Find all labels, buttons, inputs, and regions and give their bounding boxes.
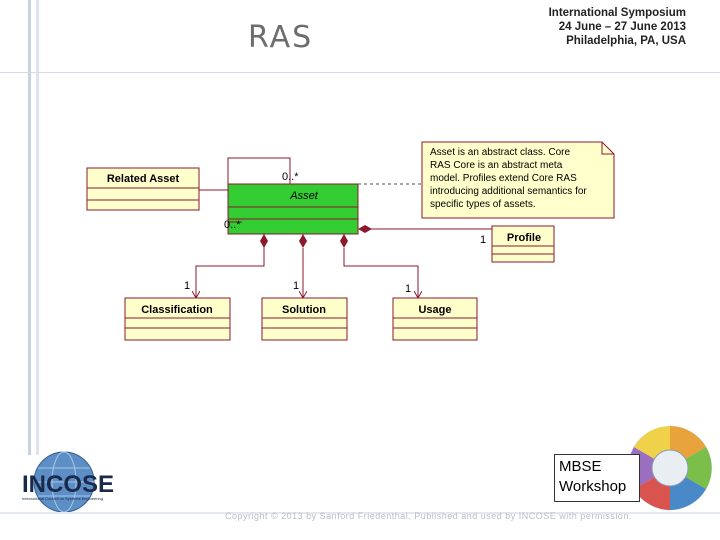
incose-globe-icon: INCOSE International Council on Systems … [22, 451, 114, 513]
note-line-5: specific types of assets. [430, 199, 536, 210]
self-association [227, 157, 291, 223]
header-divider [0, 72, 720, 73]
footer-copyright: Copyright © 2013 by Sanford Friedenthal.… [225, 511, 632, 521]
class-label-usage: Usage [418, 304, 451, 316]
class-label-classification: Classification [141, 304, 213, 316]
class-solution[interactable]: Solution [261, 297, 348, 341]
event-dates: 24 June – 27 June 2013 [558, 21, 686, 33]
event-location: Philadelphia, PA, USA [566, 35, 686, 47]
class-label-profile: Profile [507, 232, 541, 244]
multiplicity-self-top: 0..* [282, 171, 299, 183]
class-classification[interactable]: Classification [124, 297, 231, 341]
note-line-1: Asset is an abstract class. Core [430, 147, 570, 158]
multiplicity-profile: 1 [480, 234, 486, 246]
class-label-solution: Solution [282, 304, 326, 316]
composition-classification [196, 234, 265, 298]
multiplicity-self-left: 0..* [224, 219, 241, 231]
left-accent-bar-2 [36, 0, 39, 455]
mbse-wheel-graphic [628, 426, 712, 510]
class-label-asset: Asset [289, 190, 318, 202]
workshop-label: Workshop [559, 478, 627, 495]
class-usage[interactable]: Usage [392, 297, 478, 341]
event-info: International Symposium 24 June – 27 Jun… [426, 6, 686, 48]
note-line-3: model. Profiles extend Core RAS [430, 173, 577, 184]
incose-logo-text: INCOSE [22, 471, 114, 498]
left-accent-bar-1 [28, 0, 31, 455]
note-asset-abstract: Asset is an abstract class. Core RAS Cor… [421, 141, 615, 219]
note-line-2: RAS Core is an abstract meta [430, 160, 563, 171]
diamond-usage [340, 234, 348, 248]
slide-title: RAS [248, 20, 314, 55]
note-line-4: introducing additional semantics for [430, 186, 587, 197]
event-name: International Symposium [548, 7, 686, 19]
multiplicity-solution: 1 [293, 280, 299, 292]
diamond-classification [260, 234, 268, 248]
mbse-workshop-box: MBSE Workshop [554, 454, 640, 502]
multiplicity-usage: 1 [405, 283, 411, 295]
incose-logo-subtext: International Council on Systems Enginee… [22, 496, 103, 501]
mbse-label: MBSE [559, 458, 602, 475]
composition-usage [343, 248, 418, 298]
class-related-asset[interactable]: Related Asset [86, 167, 200, 211]
diamond-solution [299, 234, 307, 248]
class-asset[interactable]: Asset [227, 183, 359, 235]
incose-logo: INCOSE International Council on Systems … [20, 450, 126, 513]
diamond-profile [358, 225, 372, 233]
footer-divider [0, 512, 720, 514]
class-profile[interactable]: Profile [491, 225, 555, 263]
multiplicity-classification: 1 [184, 280, 190, 292]
class-label-related-asset: Related Asset [107, 173, 180, 185]
